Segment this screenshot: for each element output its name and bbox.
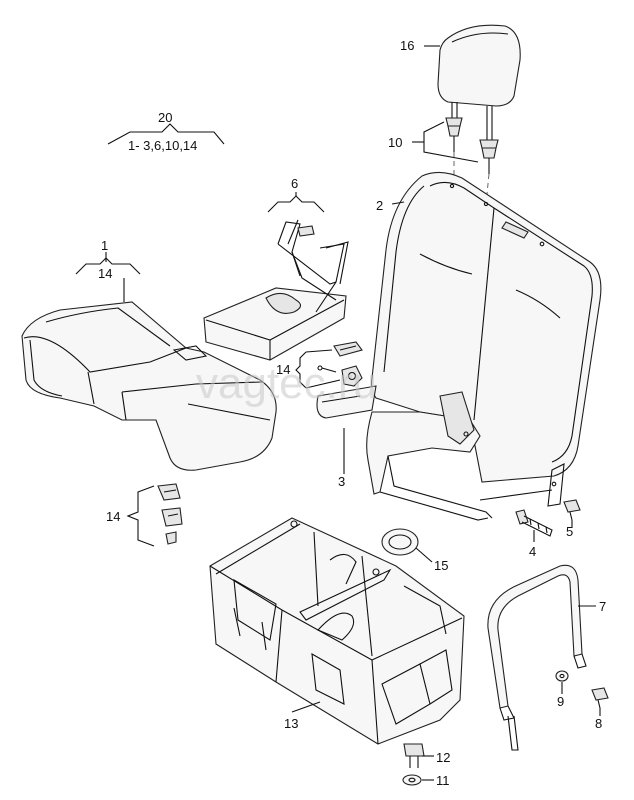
label-16: 16 [400,38,414,53]
grab-handle-part-7[interactable] [487,564,587,751]
storage-box-part-13[interactable] [209,517,465,745]
bolt-part-8[interactable] [591,687,609,709]
washer-part-11[interactable] [402,774,422,786]
label-group-20: 1- 3,6,10,14 [128,138,197,153]
label-4: 4 [529,544,536,559]
washer-part-9[interactable] [555,670,569,682]
seat-frame-part-3[interactable] [316,385,565,521]
label-2: 2 [376,198,383,213]
label-6: 6 [291,176,298,191]
bolt-part-12[interactable] [403,743,425,768]
label-15: 15 [434,558,448,573]
leader-lines [75,45,601,781]
label-14a: 14 [98,266,112,281]
release-handle-part-14[interactable] [317,341,363,387]
label-13: 13 [284,716,298,731]
clips-part-14[interactable] [157,483,183,545]
label-20: 20 [158,110,172,125]
bolt-part-5[interactable] [563,499,581,521]
label-3: 3 [338,474,345,489]
label-5: 5 [566,524,573,539]
watermark-text: vagtec.ru [196,359,377,408]
armrest-part-6[interactable] [203,219,349,361]
label-14c: 14 [106,509,120,524]
headrest-guides-part-10[interactable] [445,117,499,205]
label-8: 8 [595,716,602,731]
label-9: 9 [557,694,564,709]
grommet-part-15[interactable] [381,528,419,556]
part-labels: 16 10 2 20 1- 3,6,10,14 6 1 14 14 14 3 4… [98,38,606,788]
label-10: 10 [388,135,402,150]
seat-cushion-part-1[interactable] [21,301,277,471]
label-1: 1 [101,238,108,253]
label-14b: 14 [276,362,290,377]
bolt-part-4[interactable] [515,509,553,537]
label-12: 12 [436,750,450,765]
backrest-part-2[interactable] [370,171,602,483]
label-11: 11 [436,773,450,788]
label-7: 7 [599,599,606,614]
